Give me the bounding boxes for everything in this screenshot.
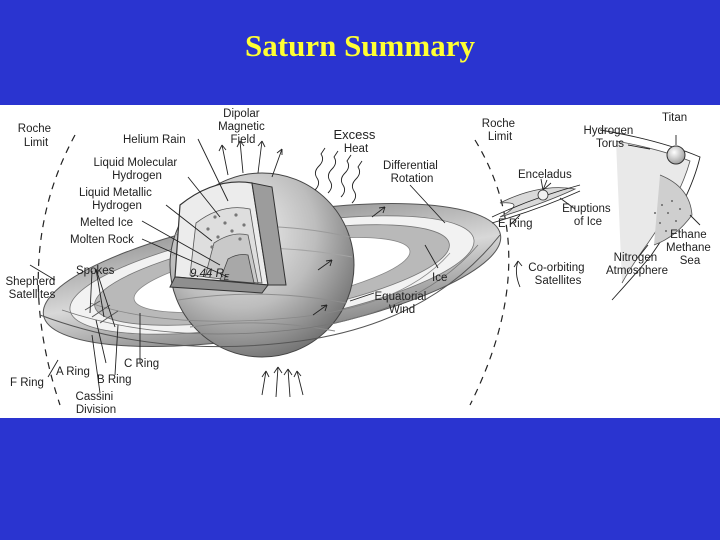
saturn-diagram-svg: Roche Limit Helium Rain Dipolar Magnetic… xyxy=(0,105,720,418)
molten-rock-label: Molten Rock xyxy=(70,234,134,246)
ice-label: Ice xyxy=(432,272,447,284)
f-ring-label: F Ring xyxy=(10,377,44,389)
shepherd-satellites-label: Shepherd Satellites xyxy=(5,276,58,301)
slide-title: Saturn Summary xyxy=(0,28,720,64)
titan-label: Titan xyxy=(662,112,687,124)
c-ring-label: C Ring xyxy=(124,358,159,370)
liquid-molecular-label: Liquid Molecular Hydrogen xyxy=(94,157,181,182)
helium-rain-label: Helium Rain xyxy=(123,134,186,146)
nitrogen-atmosphere-label: Nitrogen Atmosphere xyxy=(606,252,668,277)
eruptions-of-ice-label: Eruptions of Ice xyxy=(562,203,614,228)
e-ring-label: E Ring xyxy=(498,218,533,230)
dipolar-field-arrows xyxy=(219,141,282,177)
excess-heat-label: Excess Heat xyxy=(333,127,378,155)
ethane-methane-sea-label: Ethane Methane Sea xyxy=(666,229,714,267)
roche-limit-right-label: Roche Limit xyxy=(482,118,518,143)
roche-limit-arc-right xyxy=(470,140,509,405)
melted-ice-label: Melted Ice xyxy=(80,217,133,229)
enceladus-label: Enceladus xyxy=(518,169,572,181)
co-orbiting-satellites-label: Co-orbiting Satellites xyxy=(528,262,587,287)
b-ring-label: B Ring xyxy=(97,374,132,386)
roche-limit-arc-left xyxy=(38,135,75,405)
dipolar-field-label: Dipolar Magnetic Field xyxy=(218,108,268,146)
co-orbiting-arrow xyxy=(514,261,522,287)
a-ring-label: A Ring xyxy=(56,366,90,378)
cassini-division-label: Cassini Division xyxy=(76,391,117,416)
bottom-field-arrows xyxy=(262,367,303,397)
saturn-diagram: Roche Limit Helium Rain Dipolar Magnetic… xyxy=(0,105,720,418)
spokes-label: Spokes xyxy=(76,265,115,277)
differential-rotation-label: Differential Rotation xyxy=(383,160,441,185)
liquid-metallic-label: Liquid Metallic Hydrogen xyxy=(79,187,155,212)
roche-limit-left-label: Roche Limit xyxy=(18,123,54,149)
